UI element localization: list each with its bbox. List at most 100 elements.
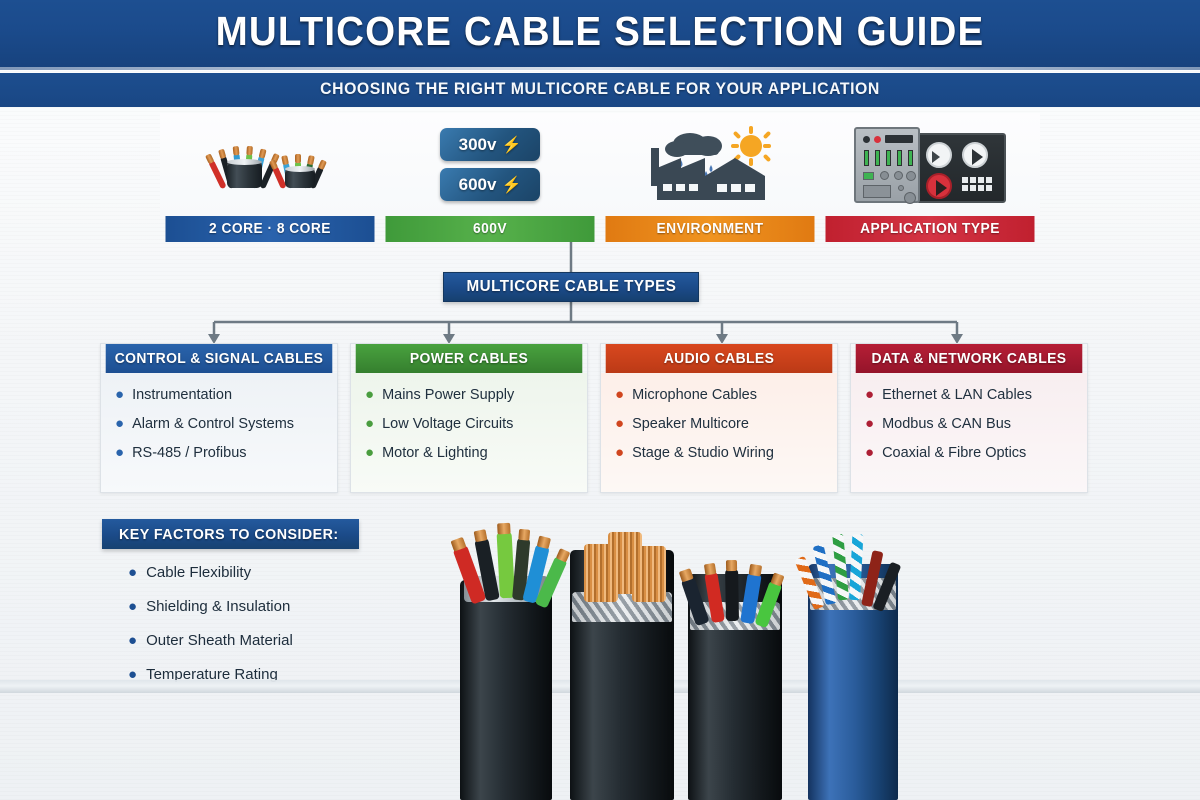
criteria-item-environment[interactable]: ENVIRONMENT: [600, 113, 820, 242]
list-item: ● Speaker Multicore: [615, 416, 823, 432]
criteria-icon-slot: [820, 113, 1040, 216]
header-band: [0, 0, 1200, 70]
list-item: ● Modbus & CAN Bus: [865, 416, 1073, 432]
bullet-icon: ●: [365, 386, 375, 403]
criteria-icon-slot: [600, 113, 820, 216]
bullet-icon: ●: [115, 444, 125, 461]
voltage-badge-600v-value: 600v: [458, 174, 497, 194]
page-title: MULTICORE CABLE SELECTION GUIDE: [215, 8, 985, 54]
criteria-label-core-count: 2 CORE · 8 CORE: [165, 216, 375, 242]
cable-type-cards: CONTROL & SIGNAL CABLES ● Instrumentatio…: [100, 343, 1088, 493]
list-item-label: Modbus & CAN Bus: [882, 416, 1012, 432]
criteria-icon-slot: [160, 113, 380, 216]
armoured-copper-power-cable: [570, 532, 674, 800]
bullet-icon: ●: [128, 598, 138, 615]
bullet-icon: ●: [865, 415, 875, 432]
list-item: ● Shielding & Insulation: [128, 598, 458, 615]
criteria-label-environment: ENVIRONMENT: [605, 216, 815, 242]
bullet-icon: ●: [115, 415, 125, 432]
list-item-label: Alarm & Control Systems: [132, 416, 295, 432]
card-title: POWER CABLES: [355, 344, 583, 373]
bullet-icon: ●: [865, 386, 875, 403]
card-control-signal-cables[interactable]: CONTROL & SIGNAL CABLES ● Instrumentatio…: [100, 343, 338, 493]
card-power-cables[interactable]: POWER CABLES ● Mains Power Supply ● Low …: [350, 343, 588, 493]
blue-twisted-pair-data-cable: [794, 533, 902, 800]
hub-label: MULTICORE CABLE TYPES: [466, 278, 676, 295]
list-item: ● Low Voltage Circuits: [365, 416, 573, 432]
list-item: ● Temperature Rating: [128, 666, 458, 683]
list-item-label: Mains Power Supply: [382, 387, 515, 403]
criteria-label-voltage: 600V: [385, 216, 595, 242]
list-item-label: Low Voltage Circuits: [382, 416, 514, 432]
flow-connectors: [208, 242, 963, 344]
list-item: ● Ethernet & LAN Cables: [865, 387, 1073, 403]
list-item-label: Speaker Multicore: [632, 416, 749, 432]
criteria-item-application[interactable]: APPLICATION TYPE: [820, 113, 1040, 242]
subheader-band: [0, 73, 1200, 107]
bullet-icon: ●: [365, 444, 375, 461]
key-factors-list: ● Cable Flexibility ● Shielding & Insula…: [128, 564, 458, 700]
bullet-icon: ●: [115, 386, 125, 403]
list-item-label: Temperature Rating: [146, 666, 278, 683]
list-item: ● RS-485 / Profibus: [115, 445, 323, 461]
card-title: CONTROL & SIGNAL CABLES: [105, 344, 333, 373]
voltage-badges-icon: 300v ⚡ 600v ⚡: [440, 128, 540, 201]
criteria-row: 2 CORE · 8 CORE 300v ⚡ 600v ⚡ 600V: [160, 113, 1040, 242]
bullet-icon: ●: [615, 415, 625, 432]
list-item: ● Cable Flexibility: [128, 564, 458, 581]
key-factors-header: KEY FACTORS TO CONSIDER:: [102, 519, 359, 549]
bundle-large: [208, 142, 277, 189]
cable-photo-group: [430, 520, 1030, 800]
voltage-badge-600v: 600v ⚡: [440, 168, 540, 201]
criteria-item-voltage[interactable]: 300v ⚡ 600v ⚡ 600V: [380, 113, 600, 242]
page-subtitle: CHOOSING THE RIGHT MULTICORE CABLE FOR Y…: [320, 79, 880, 98]
card-data-network-cables[interactable]: DATA & NETWORK CABLES ● Ethernet & LAN C…: [850, 343, 1088, 493]
card-body: ● Mains Power Supply ● Low Voltage Circu…: [351, 373, 587, 492]
card-title: AUDIO CABLES: [605, 344, 833, 373]
braided-shield-control-cable: [680, 568, 783, 800]
card-title: DATA & NETWORK CABLES: [855, 344, 1083, 373]
voltage-badge-300v-value: 300v: [458, 134, 497, 154]
list-item-label: RS-485 / Profibus: [132, 445, 247, 461]
bullet-icon: ●: [128, 632, 138, 649]
list-item-label: Stage & Studio Wiring: [632, 445, 774, 461]
list-item-label: Cable Flexibility: [146, 564, 252, 581]
list-item: ● Stage & Studio Wiring: [615, 445, 823, 461]
criteria-icon-slot: 300v ⚡ 600v ⚡: [380, 113, 600, 216]
bundle-small: [271, 150, 325, 189]
bullet-icon: ●: [865, 444, 875, 461]
factory-weather-icon: [635, 124, 785, 206]
list-item: ● Instrumentation: [115, 387, 323, 403]
list-item: ● Outer Sheath Material: [128, 632, 458, 649]
card-body: ● Instrumentation ● Alarm & Control Syst…: [101, 373, 337, 492]
bullet-icon: ●: [128, 666, 138, 683]
list-item-label: Shielding & Insulation: [146, 598, 291, 615]
list-item-label: Microphone Cables: [632, 387, 757, 403]
voltage-badge-300v: 300v ⚡: [440, 128, 540, 161]
list-item-label: Instrumentation: [132, 387, 233, 403]
list-item: ● Motor & Lighting: [365, 445, 573, 461]
card-body: ● Microphone Cables ● Speaker Multicore …: [601, 373, 837, 492]
list-item-label: Coaxial & Fibre Optics: [882, 445, 1027, 461]
key-factors-title: KEY FACTORS TO CONSIDER:: [119, 525, 339, 543]
card-audio-cables[interactable]: AUDIO CABLES ● Microphone Cables ● Speak…: [600, 343, 838, 493]
list-item-label: Ethernet & LAN Cables: [882, 387, 1032, 403]
hub-node[interactable]: MULTICORE CABLE TYPES: [443, 272, 699, 302]
lightning-bolt-icon: ⚡: [501, 136, 522, 154]
card-body: ● Ethernet & LAN Cables ● Modbus & CAN B…: [851, 373, 1087, 492]
multicore-coloured-cores-cable: [452, 531, 568, 800]
list-item: ● Mains Power Supply: [365, 387, 573, 403]
list-item: ● Alarm & Control Systems: [115, 416, 323, 432]
cable-bundle-icon: [208, 142, 325, 189]
list-item-label: Outer Sheath Material: [146, 632, 293, 649]
bullet-icon: ●: [365, 415, 375, 432]
lightning-bolt-icon: ⚡: [501, 176, 522, 194]
list-item: ● Microphone Cables: [615, 387, 823, 403]
bullet-icon: ●: [615, 444, 625, 461]
bullet-icon: ●: [128, 564, 138, 581]
bullet-icon: ●: [615, 386, 625, 403]
list-item-label: Motor & Lighting: [382, 445, 488, 461]
criteria-item-core-count[interactable]: 2 CORE · 8 CORE: [160, 113, 380, 242]
control-panel-icon: [854, 126, 1006, 204]
